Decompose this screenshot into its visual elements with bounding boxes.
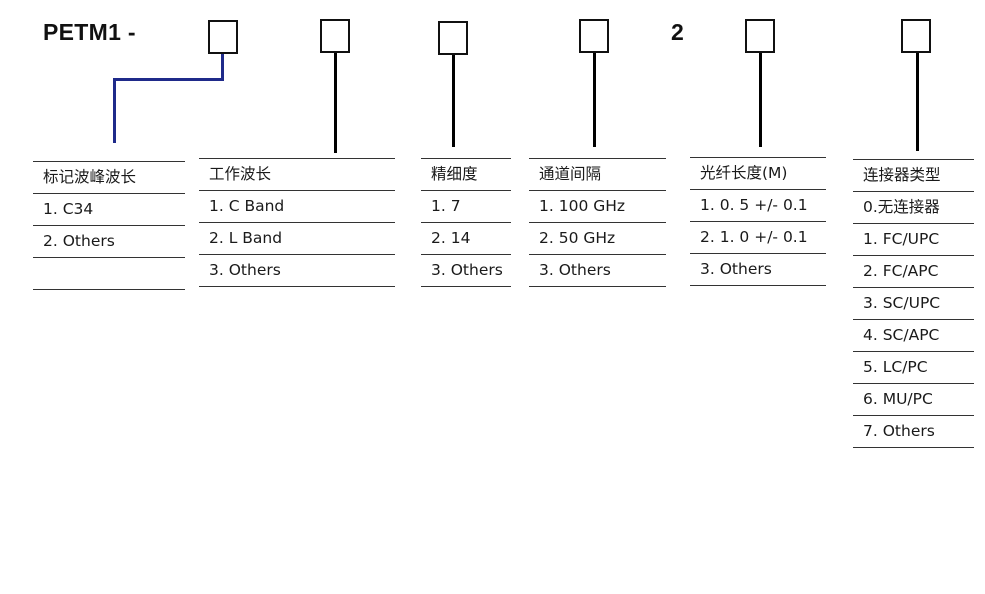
column-header: 通道间隔 xyxy=(529,159,666,191)
option-item: 2. FC/APC xyxy=(853,256,974,288)
option-item: 3. Others xyxy=(199,255,395,287)
column-top-rule xyxy=(199,158,395,159)
option-column-fiber-length: 光纤长度(M) 1. 0. 5 +/- 0.1 2. 1. 0 +/- 0.1 … xyxy=(690,157,826,286)
connector-line-2 xyxy=(334,53,337,153)
option-column-connector-type: 连接器类型 0.无连接器 1. FC/UPC 2. FC/APC 3. SC/U… xyxy=(853,159,974,448)
option-item: 0.无连接器 xyxy=(853,192,974,224)
option-item: 3. Others xyxy=(529,255,666,287)
code-box-4 xyxy=(579,19,609,53)
code-box-2 xyxy=(320,19,350,53)
option-item: 7. Others xyxy=(853,416,974,448)
option-item: 5. LC/PC xyxy=(853,352,974,384)
option-item xyxy=(33,258,185,290)
option-item: 2. 14 xyxy=(421,223,511,255)
option-item: 1. C Band xyxy=(199,191,395,223)
part-number-fixed-digit: 2 xyxy=(671,19,684,45)
connector-line-1-drop xyxy=(221,54,224,81)
connector-line-4 xyxy=(593,53,596,147)
option-item: 3. Others xyxy=(690,254,826,286)
code-box-3 xyxy=(438,21,468,55)
code-box-1 xyxy=(208,20,238,54)
connector-line-6 xyxy=(916,53,919,151)
connector-line-5 xyxy=(759,53,762,147)
option-item: 2. 50 GHz xyxy=(529,223,666,255)
option-item: 2. Others xyxy=(33,226,185,258)
option-item: 3. SC/UPC xyxy=(853,288,974,320)
option-column-finesse: 精细度 1. 7 2. 14 3. Others xyxy=(421,158,511,287)
option-item: 4. SC/APC xyxy=(853,320,974,352)
option-item: 6. MU/PC xyxy=(853,384,974,416)
option-item: 1. C34 xyxy=(33,194,185,226)
column-top-rule xyxy=(853,159,974,160)
option-item: 1. 7 xyxy=(421,191,511,223)
option-item: 1. 100 GHz xyxy=(529,191,666,223)
option-item: 1. FC/UPC xyxy=(853,224,974,256)
column-top-rule xyxy=(690,157,826,158)
connector-line-1-riser xyxy=(113,78,116,143)
column-header: 标记波峰波长 xyxy=(33,162,185,194)
column-top-rule xyxy=(421,158,511,159)
option-item: 3. Others xyxy=(421,255,511,287)
connector-line-1-horizontal xyxy=(113,78,224,81)
option-column-operating-wavelength: 工作波长 1. C Band 2. L Band 3. Others xyxy=(199,158,395,287)
option-column-channel-spacing: 通道间隔 1. 100 GHz 2. 50 GHz 3. Others xyxy=(529,158,666,287)
column-top-rule xyxy=(33,161,185,162)
column-header: 精细度 xyxy=(421,159,511,191)
option-item: 2. 1. 0 +/- 0.1 xyxy=(690,222,826,254)
column-top-rule xyxy=(529,158,666,159)
column-header: 光纤长度(M) xyxy=(690,158,826,190)
option-item: 1. 0. 5 +/- 0.1 xyxy=(690,190,826,222)
part-number-prefix: PETM1 - xyxy=(43,19,136,45)
code-box-6 xyxy=(901,19,931,53)
option-item: 2. L Band xyxy=(199,223,395,255)
option-column-peak-wavelength: 标记波峰波长 1. C34 2. Others xyxy=(33,161,185,290)
column-header: 工作波长 xyxy=(199,159,395,191)
connector-line-3 xyxy=(452,55,455,147)
code-box-5 xyxy=(745,19,775,53)
column-header: 连接器类型 xyxy=(853,160,974,192)
